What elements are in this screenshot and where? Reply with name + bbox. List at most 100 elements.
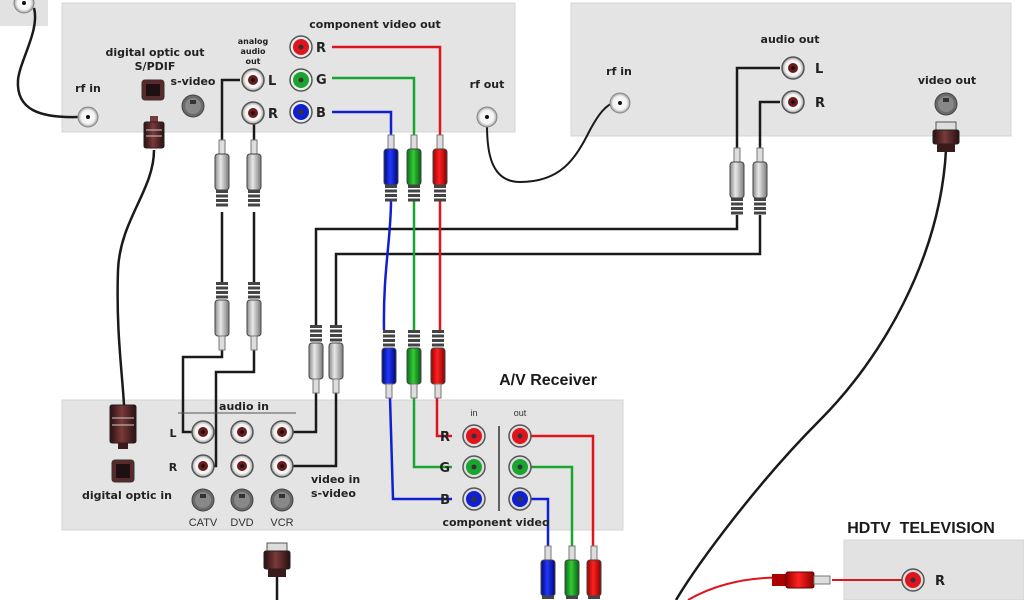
rca-plug-dvd-L xyxy=(214,139,230,207)
rca-jack-receiver-dvd-R[interactable] xyxy=(230,454,254,478)
rf-cable-wall-to-dvd xyxy=(16,7,79,119)
optical-cable xyxy=(116,149,156,406)
label-dvd-comp-R: R xyxy=(316,41,326,56)
optical-out-port[interactable] xyxy=(141,79,165,101)
rca-jack-dvd-audio-R[interactable] xyxy=(241,101,265,125)
rca-jack-receiver-comp-in-G[interactable] xyxy=(462,455,486,479)
rca-jack-receiver-comp-out-R[interactable] xyxy=(508,424,532,448)
label-dvd-rf-out: rf out xyxy=(470,78,505,91)
label-spdif: S/PDIF xyxy=(135,60,176,73)
rca-jack-dvd-audio-L[interactable] xyxy=(241,68,265,92)
rca-jack-hdtv-R[interactable] xyxy=(901,568,925,592)
rca-plug-blue-top xyxy=(383,134,399,202)
label-cablebox-video-out: video out xyxy=(918,74,976,87)
rca-plug-red-mid xyxy=(430,330,446,399)
component-cable-red-to-receiver xyxy=(435,398,452,438)
audio-cable-cablebox-R-run xyxy=(334,215,762,325)
component-cable-blue-to-receiver xyxy=(388,397,452,501)
label-row-R: R xyxy=(169,461,178,474)
audio-cable-dvd-L-top xyxy=(220,78,240,152)
rca-jack-receiver-comp-in-R[interactable] xyxy=(462,424,486,448)
audio-cable-cablebox-L-run xyxy=(314,215,739,325)
component-cable-green-top xyxy=(332,76,416,138)
hdtv-title: HDTV TELEVISION xyxy=(847,520,995,537)
audio-cable-to-vcr-R xyxy=(288,385,338,468)
component-out-green xyxy=(528,465,574,555)
label-dvd: DVD xyxy=(230,517,253,529)
label-cablebox-R: R xyxy=(815,96,825,111)
rca-jack-receiver-vcr-L[interactable] xyxy=(270,420,294,444)
component-cable-blue-mid xyxy=(382,199,393,331)
label-recv-comp-G: G xyxy=(439,461,450,476)
svideo-cable-cablebox xyxy=(674,149,948,600)
label-comp-in: in xyxy=(470,408,477,418)
label-dvd-audio-L: L xyxy=(268,74,276,89)
rca-jack-dvd-comp-R[interactable] xyxy=(289,35,313,59)
rca-plug-green-bottom xyxy=(564,545,580,599)
component-cable-blue-top xyxy=(332,110,393,138)
audio-cable-cablebox-L-top xyxy=(735,66,780,148)
label-recv-comp-B: B xyxy=(440,493,450,508)
rca-plug-mid-R xyxy=(246,282,262,351)
svideo-port-receiver-dvd[interactable] xyxy=(230,488,254,512)
rca-jack-cablebox-audio-L[interactable] xyxy=(781,56,805,80)
rca-plug-cablebox-L xyxy=(729,147,745,215)
rca-jack-dvd-comp-B[interactable] xyxy=(289,100,313,124)
svideo-port-cablebox[interactable] xyxy=(934,92,958,116)
rca-jack-receiver-dvd-L[interactable] xyxy=(230,420,254,444)
label-vcr: VCR xyxy=(270,517,293,529)
audio-cable-to-vcr-L xyxy=(288,385,318,434)
component-plugs-bottom xyxy=(540,545,602,599)
label-receiver-s-video: s-video xyxy=(311,487,356,500)
label-cablebox-audio-out: audio out xyxy=(761,33,820,46)
rca-plug-green-top xyxy=(406,134,422,202)
component-cable-red-top xyxy=(332,45,442,138)
label-dvd-audio-R: R xyxy=(268,107,278,122)
label-recv-comp-R: R xyxy=(440,430,450,445)
label-cablebox-rf-in: rf in xyxy=(606,65,632,78)
label-video-in: video in xyxy=(311,473,360,486)
label-dvd-rf-in: rf in xyxy=(75,82,101,95)
label-dvd-comp-B: B xyxy=(316,106,326,121)
rca-plug-colored xyxy=(381,134,448,399)
label-component-video-out: component video out xyxy=(309,18,441,31)
rca-plug-mid-L xyxy=(214,282,230,351)
rca-jack-dvd-comp-G[interactable] xyxy=(289,68,313,92)
coax-jack-cablebox-rf-in[interactable] xyxy=(609,92,631,114)
label-comp-out: out xyxy=(514,408,527,418)
receiver-jacks xyxy=(191,420,294,512)
label-analog-1: analog xyxy=(238,37,269,46)
coax-jack-dvd-rf-out[interactable] xyxy=(476,106,498,128)
label-component-video: component video xyxy=(442,516,549,529)
label-row-L: L xyxy=(169,427,176,440)
hdtv-red-plug xyxy=(772,571,831,589)
rca-jack-receiver-catv-L[interactable] xyxy=(191,420,215,444)
rca-plug-dvd-R xyxy=(246,139,262,207)
rca-plug-cablebox-R xyxy=(752,147,768,215)
optical-in-port[interactable] xyxy=(111,459,135,483)
rca-jack-cablebox-audio-R[interactable] xyxy=(781,90,805,114)
svideo-plug-receiver xyxy=(263,542,291,577)
optical-plug-receiver xyxy=(109,404,137,449)
label-analog-3: out xyxy=(245,57,260,66)
rca-jack-receiver-catv-R[interactable] xyxy=(191,454,215,478)
coax-jack-dvd-rf-in[interactable] xyxy=(77,106,99,128)
svideo-port-receiver-vcr[interactable] xyxy=(270,488,294,512)
svideo-port-receiver-catv[interactable] xyxy=(191,488,215,512)
rca-jack-receiver-vcr-R[interactable] xyxy=(270,454,294,478)
label-analog-2: audio xyxy=(240,47,266,56)
svideo-plug-cablebox xyxy=(932,121,960,152)
label-digital-optic-out: digital optic out xyxy=(105,46,204,59)
rca-plug-grey xyxy=(214,139,768,394)
svideo-port-dvd[interactable] xyxy=(181,94,205,118)
coax-jack-wall xyxy=(13,0,35,14)
label-digital-optic-in: digital optic in xyxy=(82,489,172,502)
rca-jack-receiver-comp-in-B[interactable] xyxy=(462,487,486,511)
label-dvd-s-video: s-video xyxy=(171,75,216,88)
rca-jack-receiver-comp-out-G[interactable] xyxy=(508,455,532,479)
label-hdtv-R: R xyxy=(935,574,945,589)
rca-plug-red-top xyxy=(432,134,448,202)
label-audio-in: audio in xyxy=(219,400,269,413)
rca-jack-receiver-comp-out-B[interactable] xyxy=(508,487,532,511)
